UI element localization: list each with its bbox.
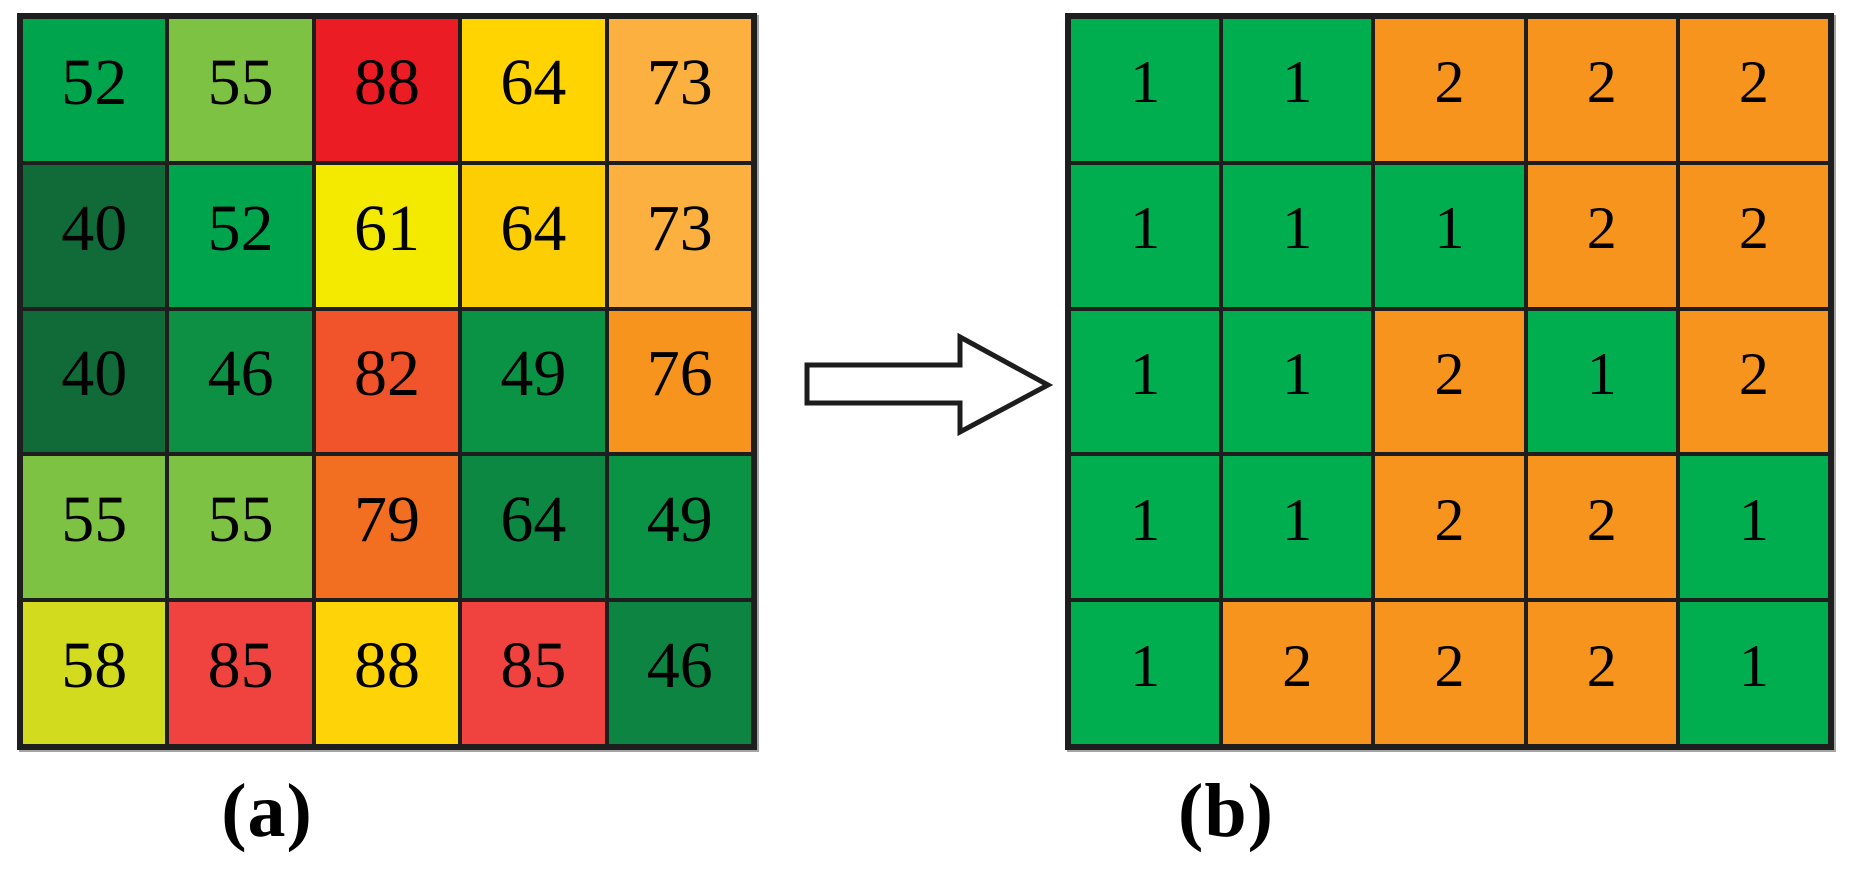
heatmap-cell-r4c3: 79 <box>315 456 459 599</box>
heatmap-cell-r2c2: 52 <box>169 164 312 307</box>
heatmap-cell-r4c2: 55 <box>169 456 312 599</box>
heatmap-cell-r1c3: 88 <box>315 19 459 161</box>
panel-label-a: (a) <box>221 769 313 853</box>
cluster-cell-r3c4: 1 <box>1527 310 1676 453</box>
heatmap-cell-r3c5: 76 <box>608 310 751 453</box>
cluster-cell-r2c2: 1 <box>1223 164 1372 307</box>
cluster-cell-r4c3: 2 <box>1375 456 1524 599</box>
heatmap-cell-r1c5: 73 <box>608 19 751 161</box>
heatmap-cell-r5c1: 58 <box>23 602 166 744</box>
heatmap-cell-r5c4: 85 <box>462 602 605 744</box>
heatmap-cell-r2c3: 61 <box>315 164 459 307</box>
heatmap-cell-r2c1: 40 <box>23 164 166 307</box>
heatmap-cell-r5c5: 46 <box>608 602 751 744</box>
cluster-cell-r5c5: 1 <box>1679 602 1828 744</box>
heatmap-cell-r3c3: 82 <box>315 310 459 453</box>
heatmap-cell-r1c4: 64 <box>462 19 605 161</box>
cluster-cell-r5c4: 2 <box>1527 602 1676 744</box>
right-arrow-icon <box>804 332 1054 437</box>
cluster-cell-r4c5: 1 <box>1679 456 1828 599</box>
cluster-cell-r5c3: 2 <box>1375 602 1524 744</box>
heatmap-cell-r3c1: 40 <box>23 310 166 453</box>
cluster-cell-r3c2: 1 <box>1223 310 1372 453</box>
heatmap-cell-r1c1: 52 <box>23 19 166 161</box>
cluster-cell-r1c4: 2 <box>1527 19 1676 161</box>
cluster-cell-r5c1: 1 <box>1071 602 1220 744</box>
cluster-cell-r3c1: 1 <box>1071 310 1220 453</box>
heatmap-cell-r3c4: 49 <box>462 310 605 453</box>
cluster-cell-r3c3: 2 <box>1375 310 1524 453</box>
cluster-cell-r1c3: 2 <box>1375 19 1524 161</box>
cluster-cell-r4c2: 1 <box>1223 456 1372 599</box>
transform-arrow <box>804 332 1054 437</box>
cluster-cell-r3c5: 2 <box>1679 310 1828 453</box>
heatmap-cell-r4c1: 55 <box>23 456 166 599</box>
cluster-cell-r2c4: 2 <box>1527 164 1676 307</box>
cluster-cell-r5c2: 2 <box>1223 602 1372 744</box>
heatmap-cell-r4c5: 49 <box>608 456 751 599</box>
cluster-cell-r2c3: 1 <box>1375 164 1524 307</box>
heatmap-cell-r2c4: 64 <box>462 164 605 307</box>
cluster-cell-r1c5: 2 <box>1679 19 1828 161</box>
heatmap-cell-r2c5: 73 <box>608 164 751 307</box>
heatmap-cell-r1c2: 55 <box>169 19 312 161</box>
cluster-cell-r4c4: 2 <box>1527 456 1676 599</box>
panel-label-b: (b) <box>1178 769 1274 853</box>
cluster-cell-r1c1: 1 <box>1071 19 1220 161</box>
cluster-cell-r4c1: 1 <box>1071 456 1220 599</box>
heatmap-cell-r4c4: 64 <box>462 456 605 599</box>
cluster-cell-r2c5: 2 <box>1679 164 1828 307</box>
heatmap-cell-r5c2: 85 <box>169 602 312 744</box>
cluster-cell-r1c2: 1 <box>1223 19 1372 161</box>
heatmap-cell-r3c2: 46 <box>169 310 312 453</box>
heatmap-cell-r5c3: 88 <box>315 602 459 744</box>
cluster-cell-r2c1: 1 <box>1071 164 1220 307</box>
